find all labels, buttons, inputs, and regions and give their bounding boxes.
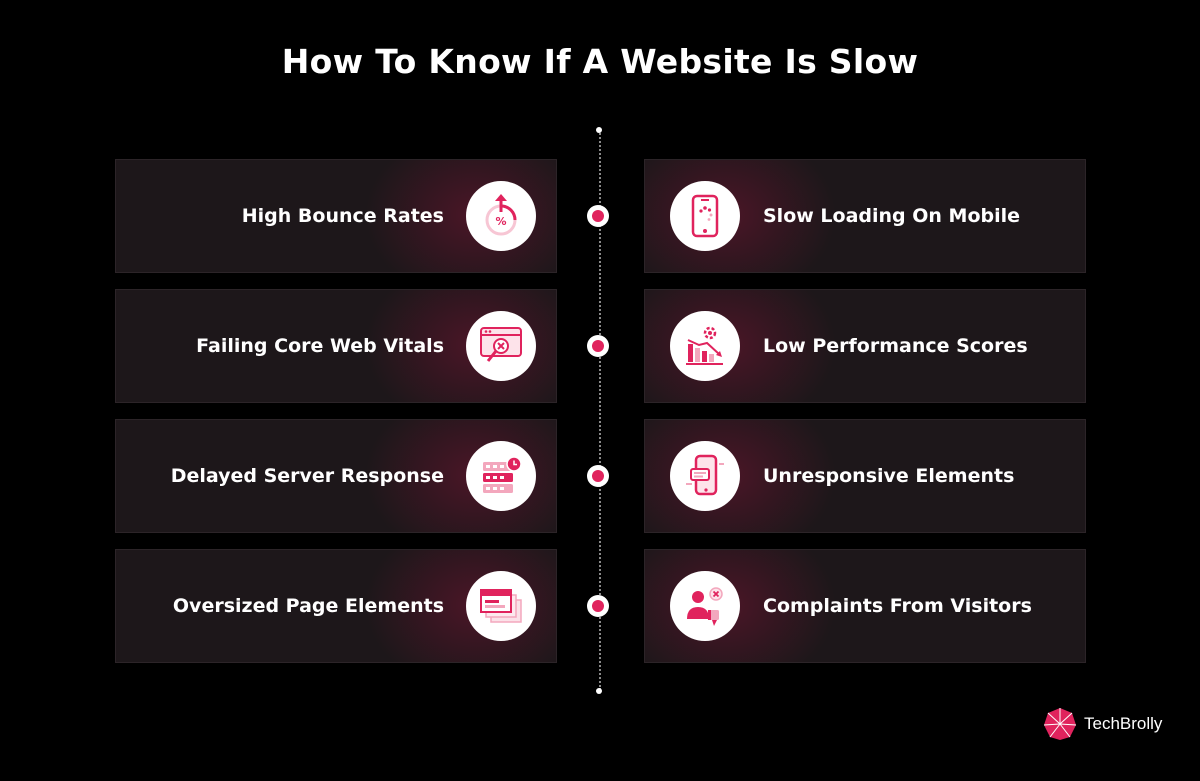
- card-oversized-page-elements: Oversized Page Elements: [115, 549, 557, 663]
- complaint-user-icon: [670, 571, 740, 641]
- timeline-start-dot: [596, 127, 602, 133]
- page-elements-icon: [466, 571, 536, 641]
- timeline-end-dot: [596, 688, 602, 694]
- card-label: Complaints From Visitors: [763, 595, 1032, 617]
- server-icon: [466, 441, 536, 511]
- timeline-marker: [587, 595, 609, 617]
- card-label: Low Performance Scores: [763, 335, 1028, 357]
- unresponsive-phone-icon: [670, 441, 740, 511]
- card-delayed-server-response: Delayed Server Response: [115, 419, 557, 533]
- card-failing-core-web-vitals: Failing Core Web Vitals: [115, 289, 557, 403]
- card-high-bounce-rates: High Bounce Rates %: [115, 159, 557, 273]
- card-unresponsive-elements: Unresponsive Elements: [644, 419, 1086, 533]
- web-vitals-icon: [466, 311, 536, 381]
- mobile-loading-icon: [670, 181, 740, 251]
- techbrolly-logo-icon: [1043, 708, 1077, 740]
- page-title: How To Know If A Website Is Slow: [281, 42, 919, 81]
- card-complaints-from-visitors: Complaints From Visitors: [644, 549, 1086, 663]
- card-label: Unresponsive Elements: [763, 465, 1015, 487]
- timeline-marker: [587, 335, 609, 357]
- bounce-rate-icon: %: [466, 181, 536, 251]
- card-label: Failing Core Web Vitals: [196, 335, 444, 357]
- timeline-line: [599, 130, 601, 690]
- timeline-marker: [587, 465, 609, 487]
- brand-name: TechBrolly: [1084, 714, 1163, 733]
- card-label: Slow Loading On Mobile: [763, 205, 1021, 227]
- performance-chart-icon: [670, 311, 740, 381]
- timeline-marker: [587, 205, 609, 227]
- card-slow-loading-on-mobile: Slow Loading On Mobile: [644, 159, 1086, 273]
- card-low-performance-scores: Low Performance Scores: [644, 289, 1086, 403]
- card-label: Oversized Page Elements: [172, 595, 444, 617]
- svg-text:%: %: [495, 215, 506, 228]
- brand-logo: TechBrolly: [1042, 706, 1162, 742]
- card-label: High Bounce Rates: [241, 205, 444, 227]
- card-label: Delayed Server Response: [170, 465, 444, 487]
